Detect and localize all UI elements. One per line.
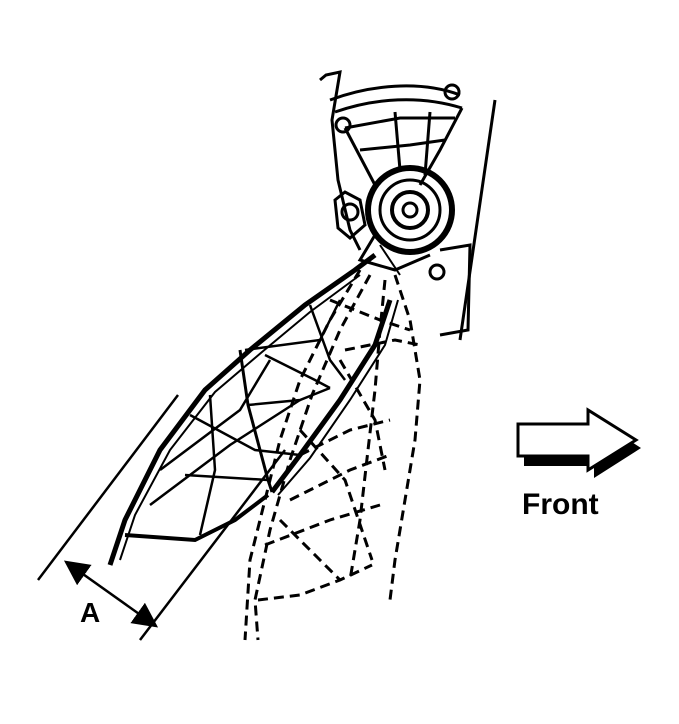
recliner-mechanism [319,70,497,341]
dimension-a [37,394,286,641]
front-label: Front [522,488,599,521]
seatback-frame-solid [107,253,399,566]
front-arrow-icon [516,407,641,478]
dimension-label: A [80,597,100,628]
recliner-hub [357,165,455,276]
seatback-frame-dashed [243,269,422,641]
